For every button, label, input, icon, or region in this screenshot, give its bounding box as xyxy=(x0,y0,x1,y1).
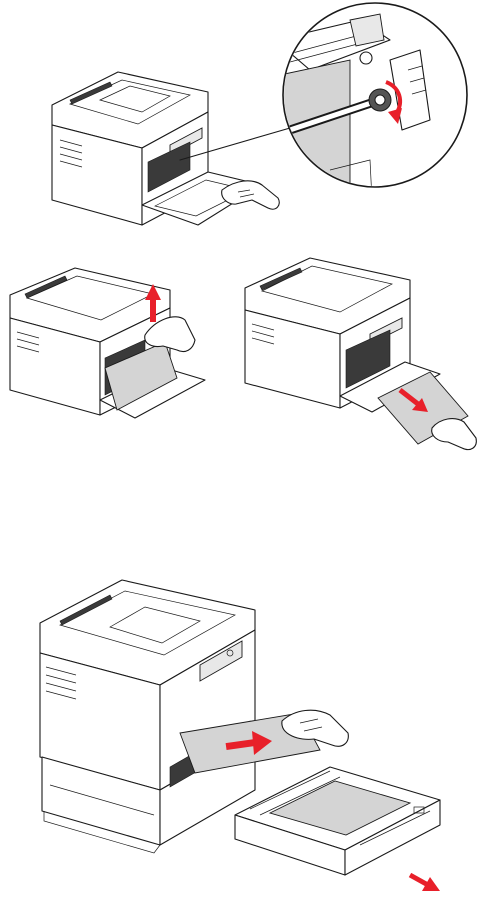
panel-open-front-cover xyxy=(30,0,482,250)
panel-pull-paper-upward xyxy=(5,250,230,425)
paper-tray xyxy=(235,767,440,875)
panel-pull-paper-out-front xyxy=(240,238,482,460)
printer-illustration xyxy=(52,72,279,225)
panel-remove-tray-paper xyxy=(30,545,480,900)
hand xyxy=(432,419,477,450)
printer-illustration xyxy=(40,580,255,853)
magnified-detail xyxy=(260,3,467,205)
arrow-down-right-icon xyxy=(410,875,440,891)
